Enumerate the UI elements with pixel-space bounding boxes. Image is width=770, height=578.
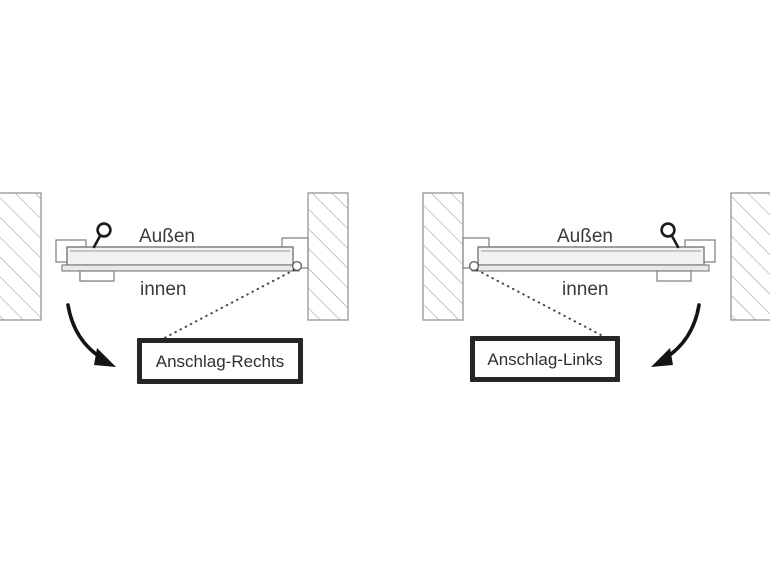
wall-left-inner [307,192,349,321]
panel-anschlag-rechts: Außen innen Anschlag-Rechts [0,192,349,384]
wall-left-outer [0,192,42,321]
label-innen-left: innen [140,279,187,300]
label-innen-right: innen [562,279,609,300]
door-lever-handle-icon [660,222,680,249]
door-lever-handle-icon [92,222,112,249]
door-assembly-right [462,237,716,282]
panel-anschlag-links: Außen innen Anschlag-Links [422,192,770,382]
callout-label-links: Anschlag-Links [487,350,602,369]
swing-arrow-icon-right [651,303,701,367]
callout-anschlag-rechts[interactable]: Anschlag-Rechts [137,338,303,384]
hinge-pivot-icon [291,260,303,272]
callout-anschlag-links[interactable]: Anschlag-Links [470,336,620,382]
swing-arrow-icon-left [66,303,116,367]
label-aussen-left: Außen [139,226,195,247]
hinge-pivot-icon [468,260,480,272]
wall-right-inner [422,192,464,321]
label-aussen-right: Außen [557,226,613,247]
door-assembly-left [55,237,309,282]
callout-label-rechts: Anschlag-Rechts [156,352,285,371]
wall-right-outer [730,192,770,321]
leader-dotted-line-icon [476,269,621,346]
leader-dotted-line-icon [150,269,295,346]
